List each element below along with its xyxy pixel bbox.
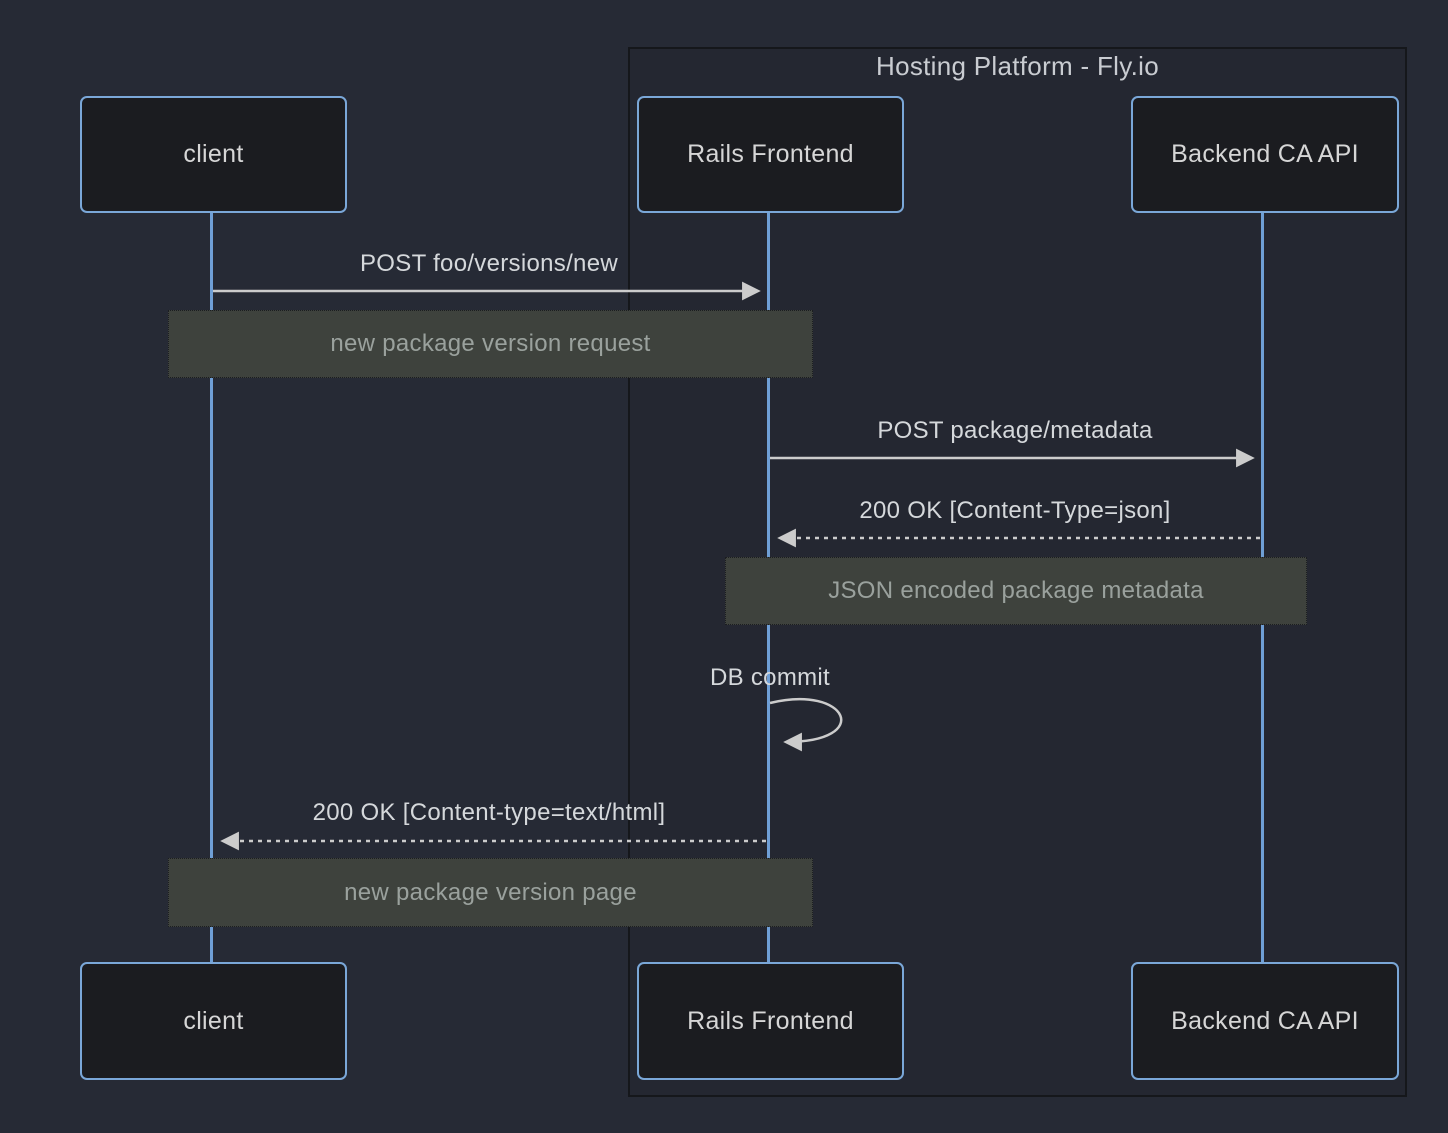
message-label-db-commit: DB commit bbox=[709, 664, 831, 691]
note-text: new package version request bbox=[330, 330, 651, 357]
lifeline-client bbox=[209, 209, 213, 962]
note-json-encoded-package-metadata: JSON encoded package metadata bbox=[725, 557, 1307, 625]
actor-box-backend-ca-api-bottom: Backend CA API bbox=[1131, 962, 1399, 1080]
actor-box-rails-frontend-bottom: Rails Frontend bbox=[637, 962, 904, 1080]
note-text: new package version page bbox=[344, 878, 637, 906]
message-label-200-ok-json: 200 OK [Content-Type=json] bbox=[859, 497, 1171, 524]
note-new-package-version-request: new package version request bbox=[168, 310, 813, 378]
actor-label: Backend CA API bbox=[1171, 1006, 1359, 1035]
actor-label: client bbox=[183, 1006, 244, 1035]
actor-box-client-bottom: client bbox=[80, 962, 347, 1080]
note-text: JSON encoded package metadata bbox=[828, 577, 1204, 604]
actor-box-client-top: client bbox=[80, 96, 347, 213]
actor-label: Rails Frontend bbox=[687, 1006, 854, 1035]
message-label-200-ok-text-html: 200 OK [Content-type=text/html] bbox=[312, 799, 666, 826]
actor-label: client bbox=[183, 140, 244, 168]
actor-label: Backend CA API bbox=[1171, 140, 1359, 168]
note-new-package-version-page: new package version page bbox=[168, 858, 813, 927]
frame-title: Hosting Platform - Fly.io bbox=[876, 51, 1159, 81]
message-label-post-foo-versions-new: POST foo/versions/new bbox=[360, 250, 618, 277]
actor-box-rails-frontend-top: Rails Frontend bbox=[637, 96, 904, 213]
actor-box-backend-ca-api-top: Backend CA API bbox=[1131, 96, 1399, 213]
actor-label: Rails Frontend bbox=[687, 140, 854, 168]
message-label-post-package-metadata: POST package/metadata bbox=[877, 417, 1153, 444]
arrow-self-loop-db-commit bbox=[769, 697, 843, 752]
